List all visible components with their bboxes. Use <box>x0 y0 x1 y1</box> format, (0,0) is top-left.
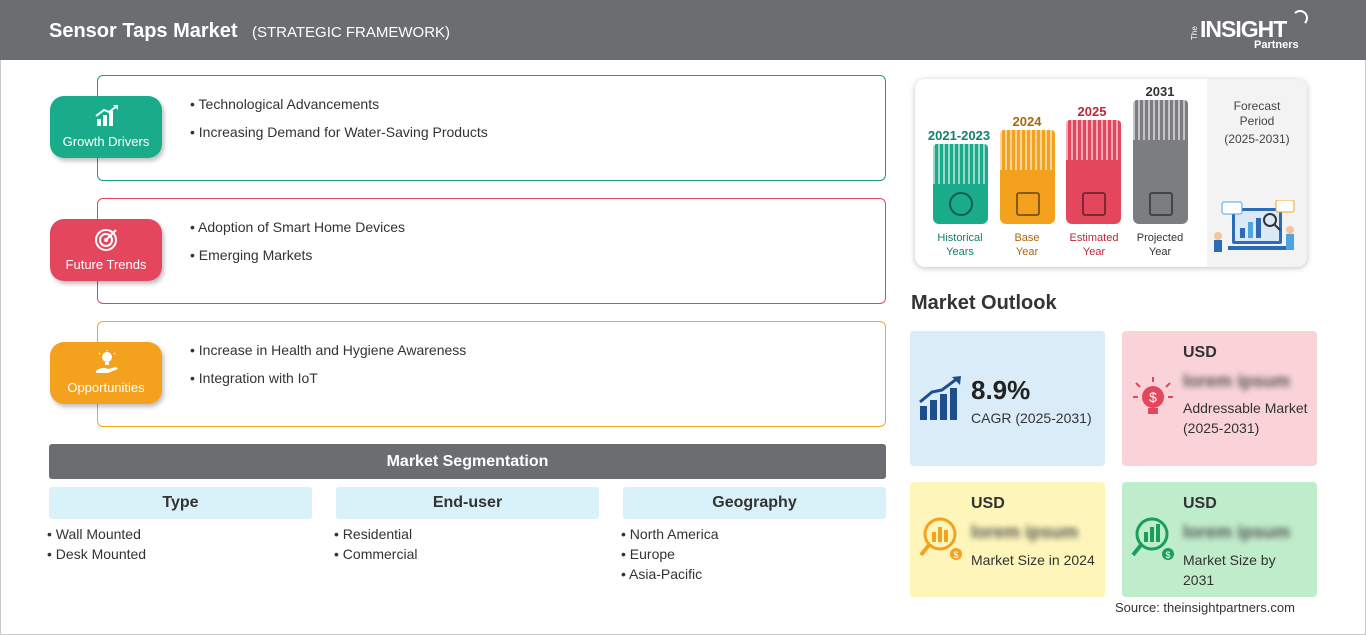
addressable-usd: USD <box>1183 344 1217 361</box>
size2031-value: lorem ipsum <box>1183 522 1291 542</box>
segment-head-geography: Geography <box>623 487 886 519</box>
growth-drivers-tag: Growth Drivers <box>50 96 162 158</box>
addressable-label: Addressable Market (2025-2031) <box>1183 400 1308 436</box>
opportunities-tag: Opportunities <box>50 342 162 404</box>
history-clock-icon <box>949 192 973 216</box>
future-trends-box: Adoption of Smart Home Devices Emerging … <box>97 198 886 304</box>
calendar-icon <box>1016 192 1040 216</box>
logo-arc-icon <box>1292 10 1308 26</box>
market-size-2031-card: $ USD lorem ipsum Market Size by 2031 <box>1122 482 1317 597</box>
timeline-bar-historical <box>933 144 988 224</box>
size2031-usd: USD <box>1183 495 1217 512</box>
addressable-market-card: $ USD lorem ipsum Addressable Market (20… <box>1122 331 1317 466</box>
source-credit[interactable]: Source: theinsightpartners.com <box>1115 600 1295 615</box>
size2024-usd: USD <box>971 495 1005 512</box>
market-outlook-title: Market Outlook <box>911 292 1057 314</box>
future-trends-label: Future Trends <box>65 257 147 272</box>
svg-text:$: $ <box>1149 389 1157 405</box>
timeline-bar-base <box>1000 130 1055 224</box>
svg-text:$: $ <box>1165 550 1170 560</box>
page-title: Sensor Taps Market <box>49 20 238 42</box>
lightbulb-hand-icon <box>96 350 118 373</box>
gear-chart-icon <box>1082 192 1106 216</box>
segment-item: North America <box>621 526 719 542</box>
segment-head-end-user: End-user <box>336 487 599 519</box>
segment-item: Europe <box>621 546 719 562</box>
segment-list-type: Wall Mounted Desk Mounted <box>47 526 146 566</box>
segment-head-type: Type <box>49 487 312 519</box>
analytics-illustration-icon <box>1214 200 1295 252</box>
money-analysis-icon: $ <box>919 517 962 560</box>
growth-drivers-label: Growth Drivers <box>62 134 150 149</box>
segment-item: Asia-Pacific <box>621 566 719 582</box>
growth-driver-item: Technological Advancements <box>190 96 488 112</box>
segment-item: Commercial <box>334 546 418 562</box>
idea-dollar-icon: $ <box>1133 377 1173 414</box>
cagr-label: CAGR (2025-2031) <box>971 410 1092 426</box>
svg-text:$: $ <box>953 550 958 560</box>
market-segmentation-header: Market Segmentation <box>49 444 886 479</box>
forecast-period-title: Forecast Period (2025-2031) <box>1224 99 1290 146</box>
header-bar: Sensor Taps Market (STRATEGIC FRAMEWORK)… <box>0 0 1366 60</box>
size2031-label: Market Size by 2031 <box>1183 552 1276 588</box>
target-icon <box>95 229 117 251</box>
growth-chart-icon <box>919 376 961 420</box>
segment-item: Wall Mounted <box>47 526 146 542</box>
logo-insight: INSIGHT <box>1200 16 1287 42</box>
page-subtitle: (STRATEGIC FRAMEWORK) <box>252 24 451 41</box>
logo-partners: Partners <box>1254 39 1299 51</box>
presentation-board-icon <box>1149 192 1173 216</box>
segment-list-geography: North America Europe Asia-Pacific <box>621 526 719 586</box>
timeline-bar-projected <box>1133 100 1188 224</box>
opportunities-label: Opportunities <box>67 380 145 395</box>
logo-the: The <box>1190 26 1199 40</box>
segment-item: Desk Mounted <box>47 546 146 562</box>
opportunities-box: Increase in Health and Hygiene Awareness… <box>97 321 886 427</box>
bar-chart-growth-icon <box>95 105 118 126</box>
timeline-year-estimated: 2025 <box>1077 104 1107 119</box>
insight-partners-logo[interactable]: The INSIGHT Partners <box>1190 10 1320 54</box>
growth-driver-item: Increasing Demand for Water-Saving Produ… <box>190 124 488 140</box>
timeline-bar-estimated <box>1066 120 1121 224</box>
future-trend-item: Emerging Markets <box>190 247 405 263</box>
opportunity-item: Increase in Health and Hygiene Awareness <box>190 342 466 358</box>
money-growth-icon: $ <box>1131 517 1174 560</box>
opportunity-item: Integration with IoT <box>190 370 466 386</box>
future-trends-tag: Future Trends <box>50 219 162 281</box>
cagr-card: 8.9% CAGR (2025-2031) <box>910 331 1105 466</box>
segment-list-end-user: Residential Commercial <box>334 526 418 566</box>
timeline-year-projected: 2031 <box>1145 84 1175 99</box>
growth-drivers-box: Technological Advancements Increasing De… <box>97 75 886 181</box>
timeline-year-base: 2024 <box>1012 114 1042 129</box>
market-size-2024-card: $ USD lorem ipsum Market Size in 2024 <box>910 482 1105 597</box>
future-trend-item: Adoption of Smart Home Devices <box>190 219 405 235</box>
segment-item: Residential <box>334 526 417 542</box>
size2024-label: Market Size in 2024 <box>971 552 1095 568</box>
timeline-year-historical: 2021-2023 <box>927 128 991 143</box>
size2024-value: lorem ipsum <box>971 522 1079 542</box>
cagr-value: 8.9% <box>971 375 1031 405</box>
addressable-value: lorem ipsum <box>1183 371 1291 391</box>
